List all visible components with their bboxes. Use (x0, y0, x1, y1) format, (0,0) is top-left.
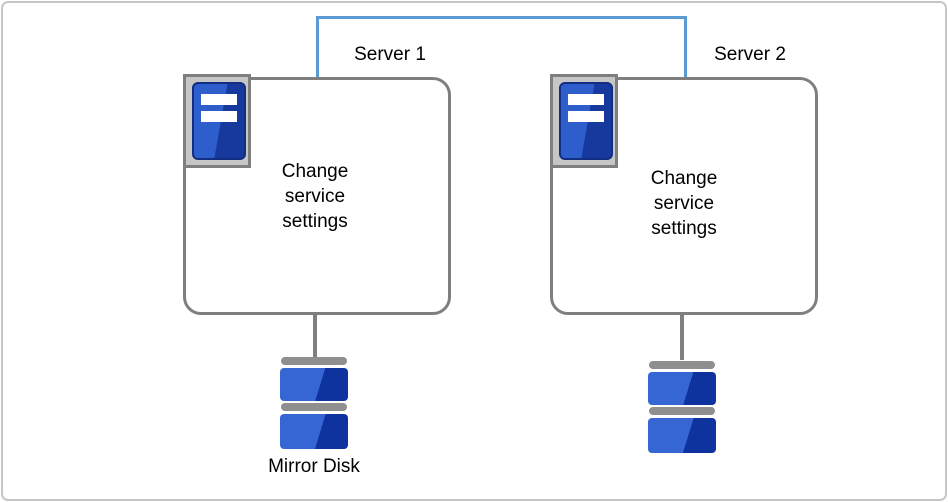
server2-tower-icon (550, 74, 618, 168)
disk-body-icon (648, 418, 716, 453)
server-tower-body-icon (559, 82, 613, 160)
disk-platter-bar-icon (281, 403, 347, 411)
server-tower-slot-icon (568, 94, 604, 105)
server-tower-slot-icon (201, 94, 237, 105)
interconnect-line-server2 (684, 16, 687, 78)
interconnect-line-horizontal (316, 16, 687, 19)
server1-label: Server 1 (354, 44, 426, 65)
interconnect-line-server1 (316, 16, 319, 78)
server-tower-body-icon (192, 82, 246, 160)
mirror-disk-label: Mirror Disk (268, 456, 360, 477)
disk-platter-bar-icon (281, 357, 347, 365)
disk-body-icon (280, 368, 348, 401)
server2-mirror-disk-icon (648, 361, 716, 453)
server1-service-text: Change service settings (281, 161, 349, 232)
disk-platter-bar-icon (649, 361, 715, 369)
disk-body-icon (648, 372, 716, 405)
server-tower-slot-icon (568, 111, 604, 122)
server2-label: Server 2 (714, 44, 786, 65)
server2-disk-connector-line (680, 315, 684, 360)
server1-mirror-disk-icon (280, 357, 348, 449)
disk-platter-bar-icon (649, 407, 715, 415)
server1-tower-icon (183, 74, 251, 168)
server-tower-slot-icon (201, 111, 237, 122)
server1-disk-connector-line (313, 315, 317, 360)
server2-service-text: Change service settings (650, 168, 718, 239)
disk-body-icon (280, 414, 348, 449)
server1-service-box (183, 77, 451, 315)
